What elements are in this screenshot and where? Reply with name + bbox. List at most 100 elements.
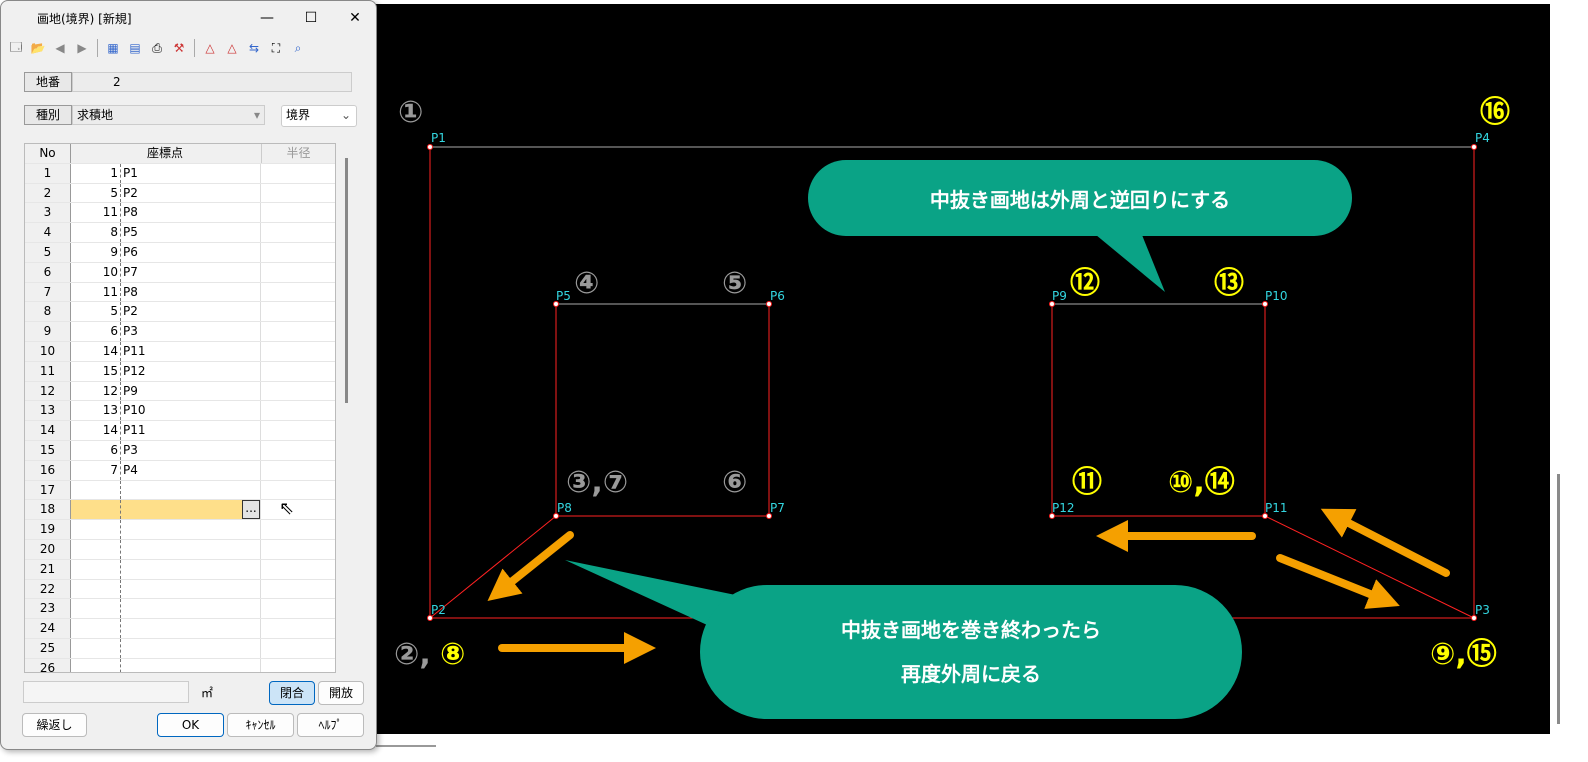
point-name-cell[interactable]: P3: [121, 440, 261, 460]
point-p3[interactable]: [1471, 615, 1477, 621]
radius-cell[interactable]: [261, 342, 335, 361]
point-name-cell[interactable]: P8: [121, 282, 261, 302]
zoom-point-icon[interactable]: ⌕: [294, 40, 302, 55]
point-number-cell[interactable]: 5: [71, 183, 121, 203]
maximize-button[interactable]: ☐: [304, 10, 318, 26]
point-name-cell[interactable]: P6: [121, 242, 261, 262]
point-number-cell[interactable]: [71, 539, 121, 559]
vertical-scrollbar[interactable]: [1552, 4, 1566, 734]
radius-cell[interactable]: [261, 263, 335, 282]
point-number-cell[interactable]: 8: [71, 223, 121, 242]
radius-cell[interactable]: [261, 421, 335, 440]
type-select[interactable]: 境界⌄: [281, 105, 357, 127]
point-p8[interactable]: [553, 513, 559, 519]
radius-cell[interactable]: [261, 322, 335, 341]
shubetsu-select[interactable]: 求積地▾: [72, 105, 265, 125]
point-name-cell[interactable]: P8: [121, 203, 261, 223]
point-p5[interactable]: [553, 301, 559, 307]
tools-icon[interactable]: ⚒: [173, 41, 185, 55]
point-name-cell[interactable]: P3: [121, 322, 261, 341]
point-p4[interactable]: [1471, 144, 1477, 150]
radius-cell[interactable]: [261, 164, 335, 183]
table-row[interactable]: 20: [25, 539, 335, 560]
point-p2[interactable]: [427, 615, 433, 621]
point-number-cell[interactable]: [71, 480, 121, 500]
new-icon[interactable]: 🗔: [9, 39, 23, 54]
point-name-cell[interactable]: [121, 619, 261, 638]
table-row[interactable]: 22: [25, 579, 335, 600]
minimize-button[interactable]: —: [260, 10, 274, 26]
radius-cell[interactable]: [261, 302, 335, 321]
point-number-cell[interactable]: 10: [71, 262, 121, 282]
point-p7[interactable]: [766, 513, 772, 519]
radius-cell[interactable]: [261, 520, 335, 539]
help-button[interactable]: ﾍﾙﾌﾟ: [297, 713, 364, 737]
drawing-canvas[interactable]: P1 P4 P2 P3 P5 P6 P7 P8 P9 P10 P11 P12 ①…: [376, 4, 1550, 734]
chiban-field[interactable]: 2: [72, 72, 352, 92]
triangle-icon[interactable]: △: [205, 41, 215, 55]
document-icon[interactable]: ▤: [129, 41, 141, 55]
radius-cell[interactable]: [261, 441, 335, 460]
radius-cell[interactable]: [261, 401, 335, 420]
radius-cell[interactable]: [261, 580, 335, 599]
point-number-cell[interactable]: 11: [71, 282, 121, 302]
point-name-cell[interactable]: P2: [121, 302, 261, 322]
frame-icon[interactable]: ⛶: [271, 40, 281, 55]
point-number-cell[interactable]: [71, 500, 121, 520]
point-number-cell[interactable]: 14: [71, 421, 121, 440]
point-p6[interactable]: [766, 301, 772, 307]
calculator-icon[interactable]: ▦: [107, 41, 119, 55]
radius-cell[interactable]: [261, 500, 335, 519]
point-name-cell[interactable]: [121, 539, 261, 559]
radius-cell[interactable]: [261, 243, 335, 262]
repeat-button[interactable]: 繰返し: [22, 713, 87, 737]
table-row[interactable]: 25: [25, 638, 335, 659]
area-field[interactable]: [23, 681, 189, 703]
point-number-cell[interactable]: [71, 658, 121, 672]
point-name-cell[interactable]: ...: [121, 500, 261, 520]
point-number-cell[interactable]: 7: [71, 460, 121, 480]
triangle-add-icon[interactable]: △: [227, 41, 237, 55]
point-number-cell[interactable]: [71, 599, 121, 619]
point-name-cell[interactable]: [121, 559, 261, 579]
point-number-cell[interactable]: 6: [71, 322, 121, 341]
point-number-cell[interactable]: 9: [71, 242, 121, 262]
point-name-cell[interactable]: P7: [121, 262, 261, 282]
table-row[interactable]: 18...: [25, 500, 335, 521]
point-number-cell[interactable]: 14: [71, 341, 121, 361]
point-number-cell[interactable]: [71, 579, 121, 599]
radius-cell[interactable]: [261, 560, 335, 579]
radius-cell[interactable]: [261, 362, 335, 381]
radius-cell[interactable]: [261, 382, 335, 401]
point-name-cell[interactable]: P5: [121, 223, 261, 242]
point-name-cell[interactable]: P12: [121, 361, 261, 381]
radius-cell[interactable]: [261, 619, 335, 638]
point-p9[interactable]: [1049, 301, 1055, 307]
cancel-button[interactable]: ｷｬﾝｾﾙ: [227, 713, 294, 737]
close-polygon-button[interactable]: 閉合: [269, 681, 315, 705]
radius-cell[interactable]: [261, 203, 335, 222]
point-name-cell[interactable]: [121, 480, 261, 500]
point-number-cell[interactable]: 6: [71, 440, 121, 460]
point-number-cell[interactable]: 11: [71, 203, 121, 223]
point-p10[interactable]: [1262, 301, 1268, 307]
point-number-cell[interactable]: 12: [71, 381, 121, 401]
table-row[interactable]: 23: [25, 599, 335, 620]
open-icon[interactable]: 📂: [30, 41, 46, 55]
point-name-cell[interactable]: P11: [121, 421, 261, 440]
close-button[interactable]: ✕: [349, 10, 361, 26]
grid-scrollbar[interactable]: [338, 143, 358, 673]
radius-cell[interactable]: [261, 184, 335, 203]
radius-cell[interactable]: [261, 540, 335, 559]
